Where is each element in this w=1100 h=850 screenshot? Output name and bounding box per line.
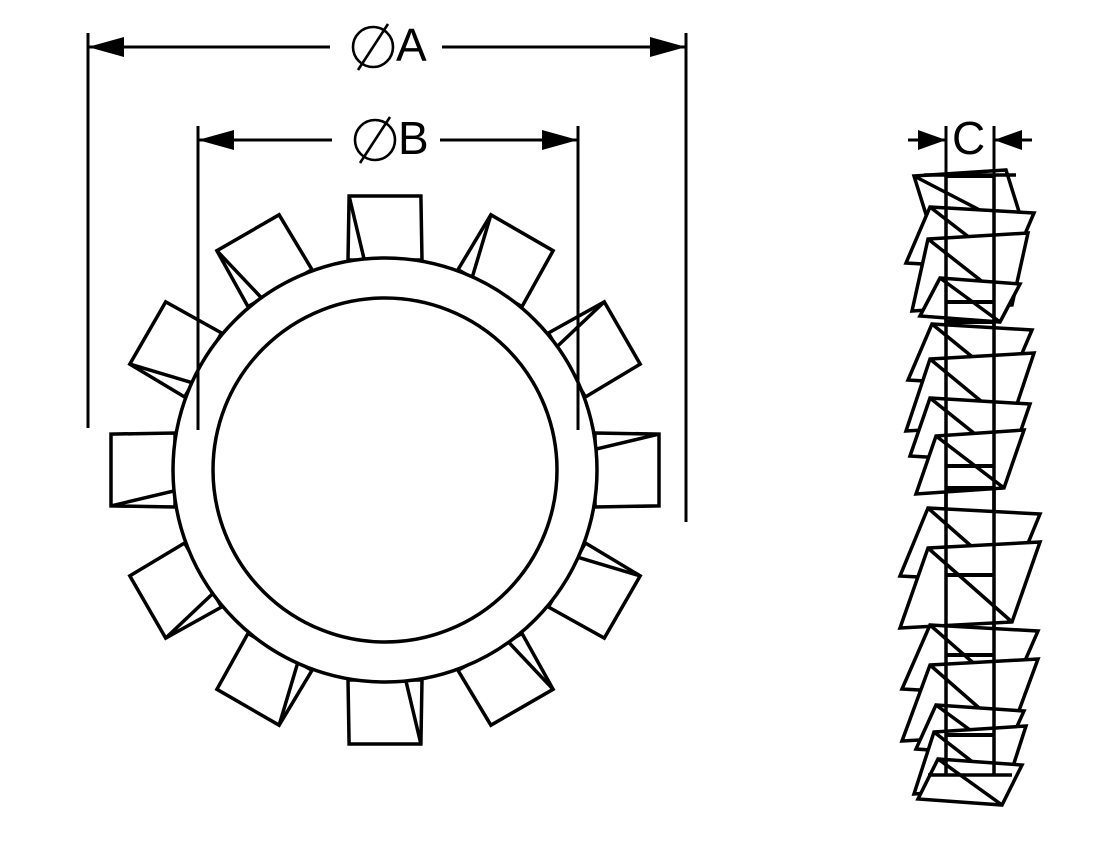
diameter-symbol-a — [351, 23, 395, 71]
side-view — [897, 168, 1043, 807]
dimension-layer: A B — [86, 19, 1032, 522]
washer-outer-circle — [171, 256, 599, 684]
dimension-b: B — [196, 112, 580, 430]
tab-fold-line — [129, 362, 194, 385]
washer-tab — [346, 678, 424, 746]
side-tab-fold-line — [936, 757, 1004, 807]
dim-b-label: B — [398, 112, 429, 164]
tab-outline — [109, 431, 177, 509]
dim-a-arrowhead-right — [650, 37, 686, 57]
tab-outline — [593, 431, 661, 509]
tab-fold-line — [347, 195, 367, 261]
tab-fold-line — [506, 640, 555, 691]
dim-c-arrowhead-right — [994, 130, 1022, 150]
dimension-a: A — [86, 19, 688, 522]
side-tab-fold-line — [926, 546, 1014, 624]
tab-fold-line — [277, 661, 300, 726]
tab-fold-line — [470, 214, 493, 279]
dim-b-arrowhead-right — [542, 130, 578, 150]
tab-fold-line — [576, 555, 641, 578]
dim-b-arrowhead-left — [198, 130, 234, 150]
dim-c-label: C — [952, 112, 985, 164]
washer-tab — [346, 194, 424, 262]
side-profile-group — [897, 168, 1043, 807]
diameter-symbol-b — [353, 116, 397, 164]
tab-fold-line — [594, 432, 660, 452]
dim-a-label: A — [396, 19, 427, 71]
front-view — [109, 194, 661, 746]
tab-fold-line — [403, 679, 423, 745]
dim-a-arrowhead-left — [88, 37, 124, 57]
side-tab — [897, 540, 1043, 630]
side-tab — [915, 757, 1025, 807]
tab-fold-line — [555, 300, 606, 349]
dimension-c: C — [908, 112, 1032, 215]
tab-fold-line — [110, 488, 176, 508]
tab-fold-line — [164, 591, 215, 640]
washer-tab — [109, 431, 177, 509]
washer-inner-circle — [211, 296, 559, 644]
tab-outline — [346, 194, 424, 262]
dim-c-arrowhead-left — [918, 130, 946, 150]
tab-group — [109, 194, 661, 746]
tab-fold-line — [215, 249, 264, 300]
washer-tab — [593, 431, 661, 509]
tab-outline — [346, 678, 424, 746]
